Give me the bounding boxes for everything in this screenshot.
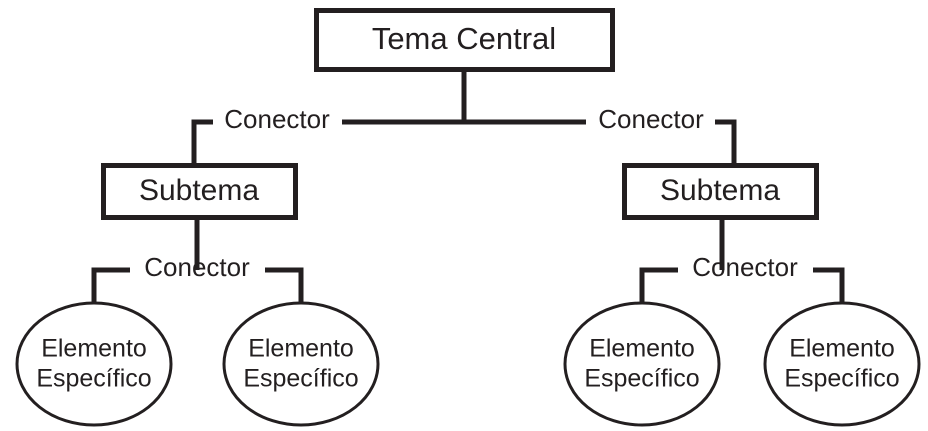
- elemento-3-label-line1: Elemento: [589, 335, 695, 363]
- subtema-left-box: [101, 163, 298, 220]
- subtema-right-child-elbow-left: [639, 267, 678, 303]
- subtema-left-child-elbow-right: [265, 267, 304, 303]
- elemento-3-ellipse: [563, 301, 721, 427]
- node-elemento-4[interactable]: Elemento Específico: [763, 301, 921, 427]
- top-left-elbow-line: [191, 119, 213, 163]
- elemento-4-label-line2: Específico: [784, 365, 899, 393]
- elemento-3-label-line2: Específico: [584, 365, 699, 393]
- subtema-left-label: Subtema: [139, 174, 259, 207]
- tema-central-label: Tema Central: [372, 21, 556, 56]
- elemento-1-label-line2: Específico: [36, 365, 151, 393]
- elemento-2-ellipse: [222, 301, 380, 427]
- node-elemento-2[interactable]: Elemento Específico: [222, 301, 380, 427]
- subtema-right-label: Subtema: [660, 174, 780, 207]
- connector-label-bottom-right: Conector: [692, 252, 798, 282]
- elemento-2-label-line1: Elemento: [248, 335, 354, 363]
- node-subtema-right[interactable]: Subtema: [622, 163, 819, 220]
- elemento-4-label-line1: Elemento: [789, 335, 895, 363]
- node-tema-central[interactable]: Tema Central: [314, 8, 615, 72]
- subtema-left-child-elbow-left: [91, 267, 130, 303]
- connector-label-bottom-left: Conector: [144, 252, 250, 282]
- connector-label-top-left: Conector: [224, 104, 330, 134]
- elemento-2-label-line2: Específico: [243, 365, 358, 393]
- connector-label-top-right: Conector: [598, 104, 704, 134]
- elemento-1-ellipse: [15, 301, 173, 427]
- node-elemento-3[interactable]: Elemento Específico: [563, 301, 721, 427]
- elemento-4-ellipse: [763, 301, 921, 427]
- subtema-right-child-elbow-right: [813, 267, 845, 303]
- node-elemento-1[interactable]: Elemento Específico: [15, 301, 173, 427]
- node-subtema-left[interactable]: Subtema: [101, 163, 298, 220]
- elemento-1-label-line1: Elemento: [41, 335, 147, 363]
- top-right-elbow-line: [715, 119, 737, 163]
